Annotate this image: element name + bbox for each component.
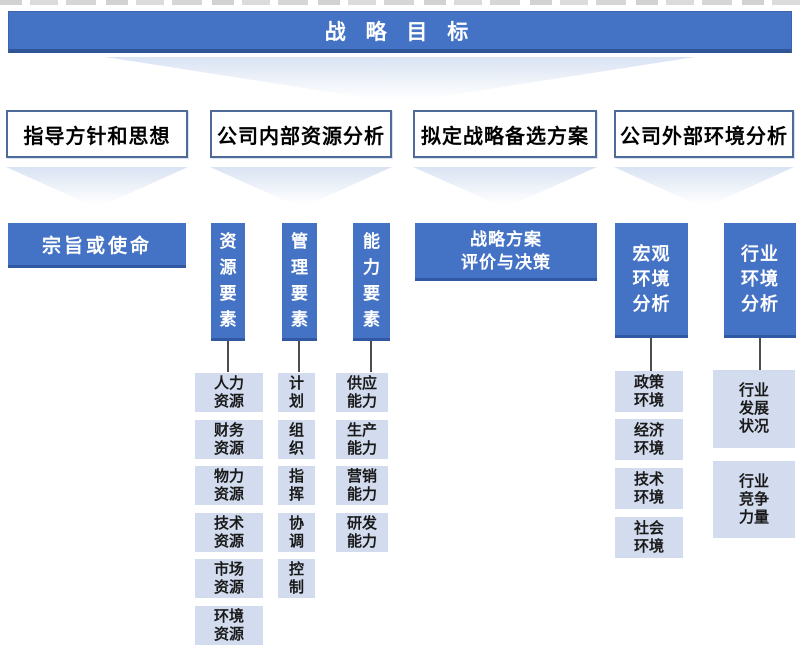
node-external-analysis: 公司外部环境分析 (614, 110, 794, 158)
item-planning: 计 划 (278, 373, 315, 412)
item-market-resource: 市场 资源 (195, 559, 263, 598)
item-environment-resource: 环境 资源 (195, 606, 263, 645)
pillar-management-factors: 管 理 要 素 (282, 223, 317, 341)
item-technical-environment: 技术 环境 (615, 468, 683, 509)
connector-capability (370, 341, 372, 372)
item-technical-resource: 技术 资源 (195, 513, 263, 552)
item-industry-competition: 行业 竞争 力量 (713, 461, 795, 538)
item-material-resource: 物力 资源 (195, 466, 263, 505)
connector-industry (759, 338, 761, 371)
pillar-resource-factors: 资 源 要 素 (211, 223, 245, 341)
item-policy-environment: 政策 环境 (615, 371, 683, 412)
item-industry-development: 行业 发展 状况 (713, 370, 795, 448)
node-mission: 宗旨或使命 (8, 223, 186, 268)
node-guideline: 指导方针和思想 (6, 110, 188, 158)
pillar-capability-factors: 能 力 要 素 (353, 223, 390, 341)
connector-macro (650, 338, 652, 371)
node-macro-environment: 宏观 环境 分析 (615, 223, 688, 338)
down-arrow-alternatives (413, 167, 597, 208)
item-rd-capability: 研发 能力 (336, 513, 388, 552)
item-supply-capability: 供应 能力 (336, 373, 388, 412)
down-arrow-external (614, 167, 794, 208)
item-social-environment: 社会 环境 (615, 517, 683, 558)
node-evaluation-decision: 战略方案 评价与决策 (415, 223, 597, 281)
node-internal-analysis: 公司内部资源分析 (210, 110, 392, 158)
item-financial-resource: 财务 资源 (195, 420, 263, 459)
connector-resource (227, 341, 229, 372)
item-coordinating: 协 调 (278, 513, 315, 552)
item-production-capability: 生产 能力 (336, 420, 388, 459)
item-controlling: 控 制 (278, 559, 315, 598)
item-economic-environment: 经济 环境 (615, 419, 683, 460)
node-strategic-goal: 战 略 目 标 (8, 11, 792, 53)
connector-management (298, 341, 300, 372)
node-strategy-alternatives: 拟定战略备选方案 (413, 110, 597, 158)
down-arrow-main (105, 57, 695, 103)
item-marketing-capability: 营销 能力 (336, 466, 388, 505)
node-industry-environment: 行业 环境 分析 (724, 223, 796, 338)
item-organizing: 组 织 (278, 420, 315, 459)
down-arrow-guideline (6, 167, 188, 208)
down-arrow-internal (210, 167, 392, 208)
cropped-text-artifact (0, 0, 800, 5)
item-human-resource: 人力 资源 (195, 373, 263, 412)
item-commanding: 指 挥 (278, 466, 315, 505)
